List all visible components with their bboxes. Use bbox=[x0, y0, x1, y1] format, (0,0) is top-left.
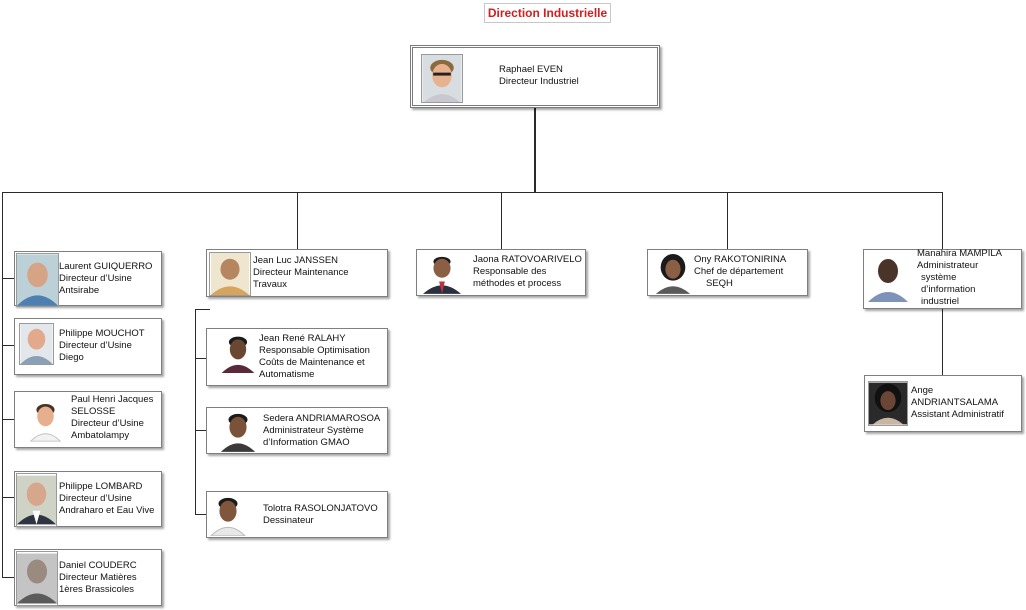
connector-line bbox=[195, 358, 207, 359]
person-photo bbox=[868, 381, 908, 426]
chart-title: Direction Industrielle bbox=[484, 3, 611, 23]
org-node: Jean René RALAHY Responsable Optimisatio… bbox=[206, 328, 388, 386]
director-role: Directeur Industriel bbox=[499, 76, 579, 87]
person-role: Andraharo et Eau Vive bbox=[59, 505, 155, 516]
person-role: Responsable Optimisation bbox=[259, 345, 370, 356]
connector-line bbox=[2, 345, 15, 346]
person-role: Diego bbox=[59, 352, 84, 363]
person-role: Administrateur bbox=[917, 260, 979, 271]
org-node: Ony RAKOTONIRINA Chef de département SEQ… bbox=[647, 249, 808, 296]
person-photo bbox=[19, 323, 54, 365]
org-node: Daniel COUDERC Directeur Matières 1ères … bbox=[14, 549, 162, 606]
person-name: Laurent GUIQUERRO bbox=[59, 261, 153, 272]
connector-line bbox=[2, 192, 943, 193]
connector-line bbox=[2, 419, 15, 420]
connector-line bbox=[727, 192, 728, 249]
person-name: Jean René RALAHY bbox=[259, 333, 346, 344]
person-name: Paul Henri Jacques bbox=[71, 394, 154, 405]
org-node: Laurent GUIQUERRO Directeur d’Usine Ants… bbox=[14, 251, 162, 307]
person-name: Daniel COUDERC bbox=[59, 560, 137, 571]
connector-line bbox=[534, 107, 536, 193]
org-node: Philippe MOUCHOT Directeur d’Usine Diego bbox=[14, 318, 162, 375]
director-photo bbox=[421, 54, 463, 103]
person-role: système bbox=[921, 272, 957, 283]
person-role: Coûts de Maintenance et bbox=[259, 357, 365, 368]
director-node: Raphael EVEN Directeur Industriel bbox=[410, 45, 660, 108]
person-role: 1ères Brassicoles bbox=[59, 584, 134, 595]
connector-line bbox=[195, 309, 210, 310]
person-role: d’Information GMAO bbox=[263, 437, 350, 448]
person-name: Ony RAKOTONIRINA bbox=[694, 254, 787, 265]
person-role: Automatisme bbox=[259, 369, 315, 380]
person-name: Philippe MOUCHOT bbox=[59, 328, 145, 339]
connector-line bbox=[297, 192, 298, 249]
org-node: Philippe LOMBARD Directeur d’Usine Andra… bbox=[14, 471, 162, 527]
person-photo bbox=[16, 253, 59, 307]
person-role: méthodes et process bbox=[473, 278, 562, 289]
org-node: Paul Henri Jacques SELOSSE Directeur d’U… bbox=[14, 391, 162, 448]
person-role: Directeur d’Usine bbox=[59, 273, 132, 284]
person-name: Jean Luc JANSSEN bbox=[253, 255, 339, 266]
connector-line bbox=[195, 430, 207, 431]
person-name: Tolotra RASOLONJATOVO bbox=[263, 503, 378, 514]
person-role: SEQH bbox=[706, 278, 733, 289]
person-role: Administrateur Système bbox=[263, 425, 364, 436]
person-role: Directeur Maintenance bbox=[253, 267, 349, 278]
person-role: d’information bbox=[921, 284, 976, 295]
person-photo bbox=[219, 410, 257, 452]
person-photo bbox=[868, 254, 908, 302]
person-name: Ange bbox=[911, 385, 934, 396]
person-role: industriel bbox=[921, 296, 960, 307]
connector-line bbox=[195, 309, 196, 515]
person-role: SELOSSE bbox=[71, 406, 116, 417]
person-photo bbox=[16, 551, 58, 606]
person-photo bbox=[209, 494, 247, 536]
connector-line bbox=[2, 497, 15, 498]
connector-line bbox=[2, 278, 15, 279]
person-role: Travaux bbox=[253, 279, 287, 290]
person-role: Chef de département bbox=[694, 266, 784, 277]
person-role: Directeur d’Usine bbox=[59, 493, 132, 504]
person-name: Philippe LOMBARD bbox=[59, 481, 143, 492]
person-role: Directeur Matières bbox=[59, 572, 137, 583]
person-photo bbox=[654, 252, 692, 294]
person-role: Ambatolampy bbox=[71, 430, 130, 441]
person-role: Dessinateur bbox=[263, 515, 314, 526]
org-node: Ange ANDRIANTSALAMA Assistant Administra… bbox=[864, 375, 1022, 432]
org-node: Tolotra RASOLONJATOVO Dessinateur bbox=[206, 491, 388, 538]
person-name: Jaona RATOVOARIVELO bbox=[473, 254, 582, 265]
person-role: ANDRIANTSALAMA bbox=[911, 397, 999, 408]
person-name: Manahira MAMPILA bbox=[917, 248, 1003, 259]
connector-line bbox=[195, 514, 207, 515]
org-node: Jean Luc JANSSEN Directeur Maintenance T… bbox=[206, 249, 388, 297]
org-node: Manahira MAMPILA Administrateur système … bbox=[863, 248, 1022, 309]
connector-line bbox=[501, 192, 502, 249]
connector-line bbox=[2, 192, 3, 578]
connector-line bbox=[942, 192, 943, 249]
person-name: Sedera ANDRIAMAROSOA bbox=[263, 413, 381, 424]
person-photo bbox=[219, 333, 257, 373]
director-name: Raphael EVEN bbox=[499, 64, 563, 75]
org-node: Sedera ANDRIAMAROSOA Administrateur Syst… bbox=[206, 407, 388, 454]
connector-line bbox=[2, 577, 15, 578]
person-role: Assistant Administratif bbox=[911, 409, 1004, 420]
person-photo bbox=[16, 473, 57, 527]
person-photo bbox=[29, 399, 62, 442]
person-role: Directeur d’Usine bbox=[71, 418, 144, 429]
person-role: Directeur d’Usine bbox=[59, 340, 132, 351]
connector-line bbox=[942, 308, 943, 375]
person-role: Responsable des bbox=[473, 266, 547, 277]
person-role: Antsirabe bbox=[59, 285, 100, 296]
person-photo bbox=[209, 252, 251, 296]
person-photo bbox=[423, 252, 461, 294]
org-node: Jaona RATOVOARIVELO Responsable des méth… bbox=[416, 249, 586, 296]
